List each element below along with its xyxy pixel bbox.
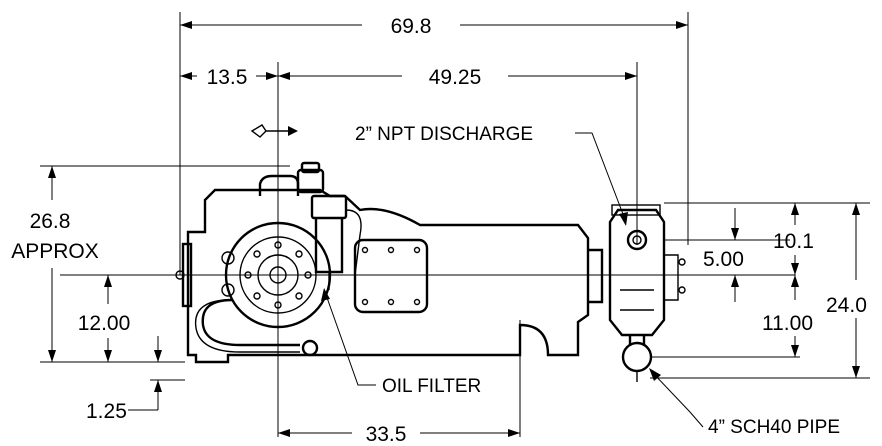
shaft-height-label: 12.00: [78, 312, 131, 335]
rotation-direction-arrow-icon: [250, 124, 298, 138]
dimension-fluid-end-bottom: 11.00: [762, 275, 813, 357]
overall-height-value: 26.8: [30, 210, 71, 233]
pump-body: [175, 161, 604, 364]
base-thickness-label: 1.25: [86, 400, 127, 423]
callout-suction-pipe: 4” SCH40 PIPE: [649, 368, 840, 438]
dimension-base-length: 33.5: [278, 423, 520, 446]
dimension-fluid-end-top: 10.1: [773, 203, 814, 275]
discharge-offset-label: 5.00: [703, 248, 744, 271]
dimension-overall-length: 69.8: [180, 15, 688, 38]
center-to-discharge-label: 49.25: [429, 66, 482, 89]
overall-height-note: APPROX: [11, 240, 99, 263]
fluid-end-height-label: 24.0: [826, 294, 867, 317]
suction-pipe-callout-label: 4” SCH40 PIPE: [708, 417, 840, 438]
bolt-circle: [244, 241, 312, 309]
oil-filter-callout-label: OIL FILTER: [382, 376, 481, 397]
base-length-label: 33.5: [366, 423, 407, 446]
discharge-callout-label: 2” NPT DISCHARGE: [355, 124, 533, 145]
callout-discharge: 2” NPT DISCHARGE: [355, 124, 628, 226]
fluid-end: [608, 204, 686, 382]
callout-oil-filter: OIL FILTER: [321, 288, 481, 397]
fluid-end-top-label: 10.1: [773, 230, 814, 253]
fluid-end-bottom-label: 11.00: [762, 312, 813, 335]
dimension-fluid-end-height: 24.0: [826, 203, 867, 378]
left-offset-label: 13.5: [207, 66, 248, 89]
dimension-shaft-height: 12.00: [78, 275, 131, 362]
dimension-center-to-discharge: 49.25: [278, 66, 637, 89]
dimension-base-thickness: 1.25: [86, 336, 162, 423]
dimension-discharge-offset: 5.00: [703, 208, 744, 302]
overall-length-label: 69.8: [391, 15, 432, 38]
dimension-left-offset: 13.5: [180, 66, 278, 89]
dimension-overall-height: 26.8 APPROX: [11, 166, 99, 362]
